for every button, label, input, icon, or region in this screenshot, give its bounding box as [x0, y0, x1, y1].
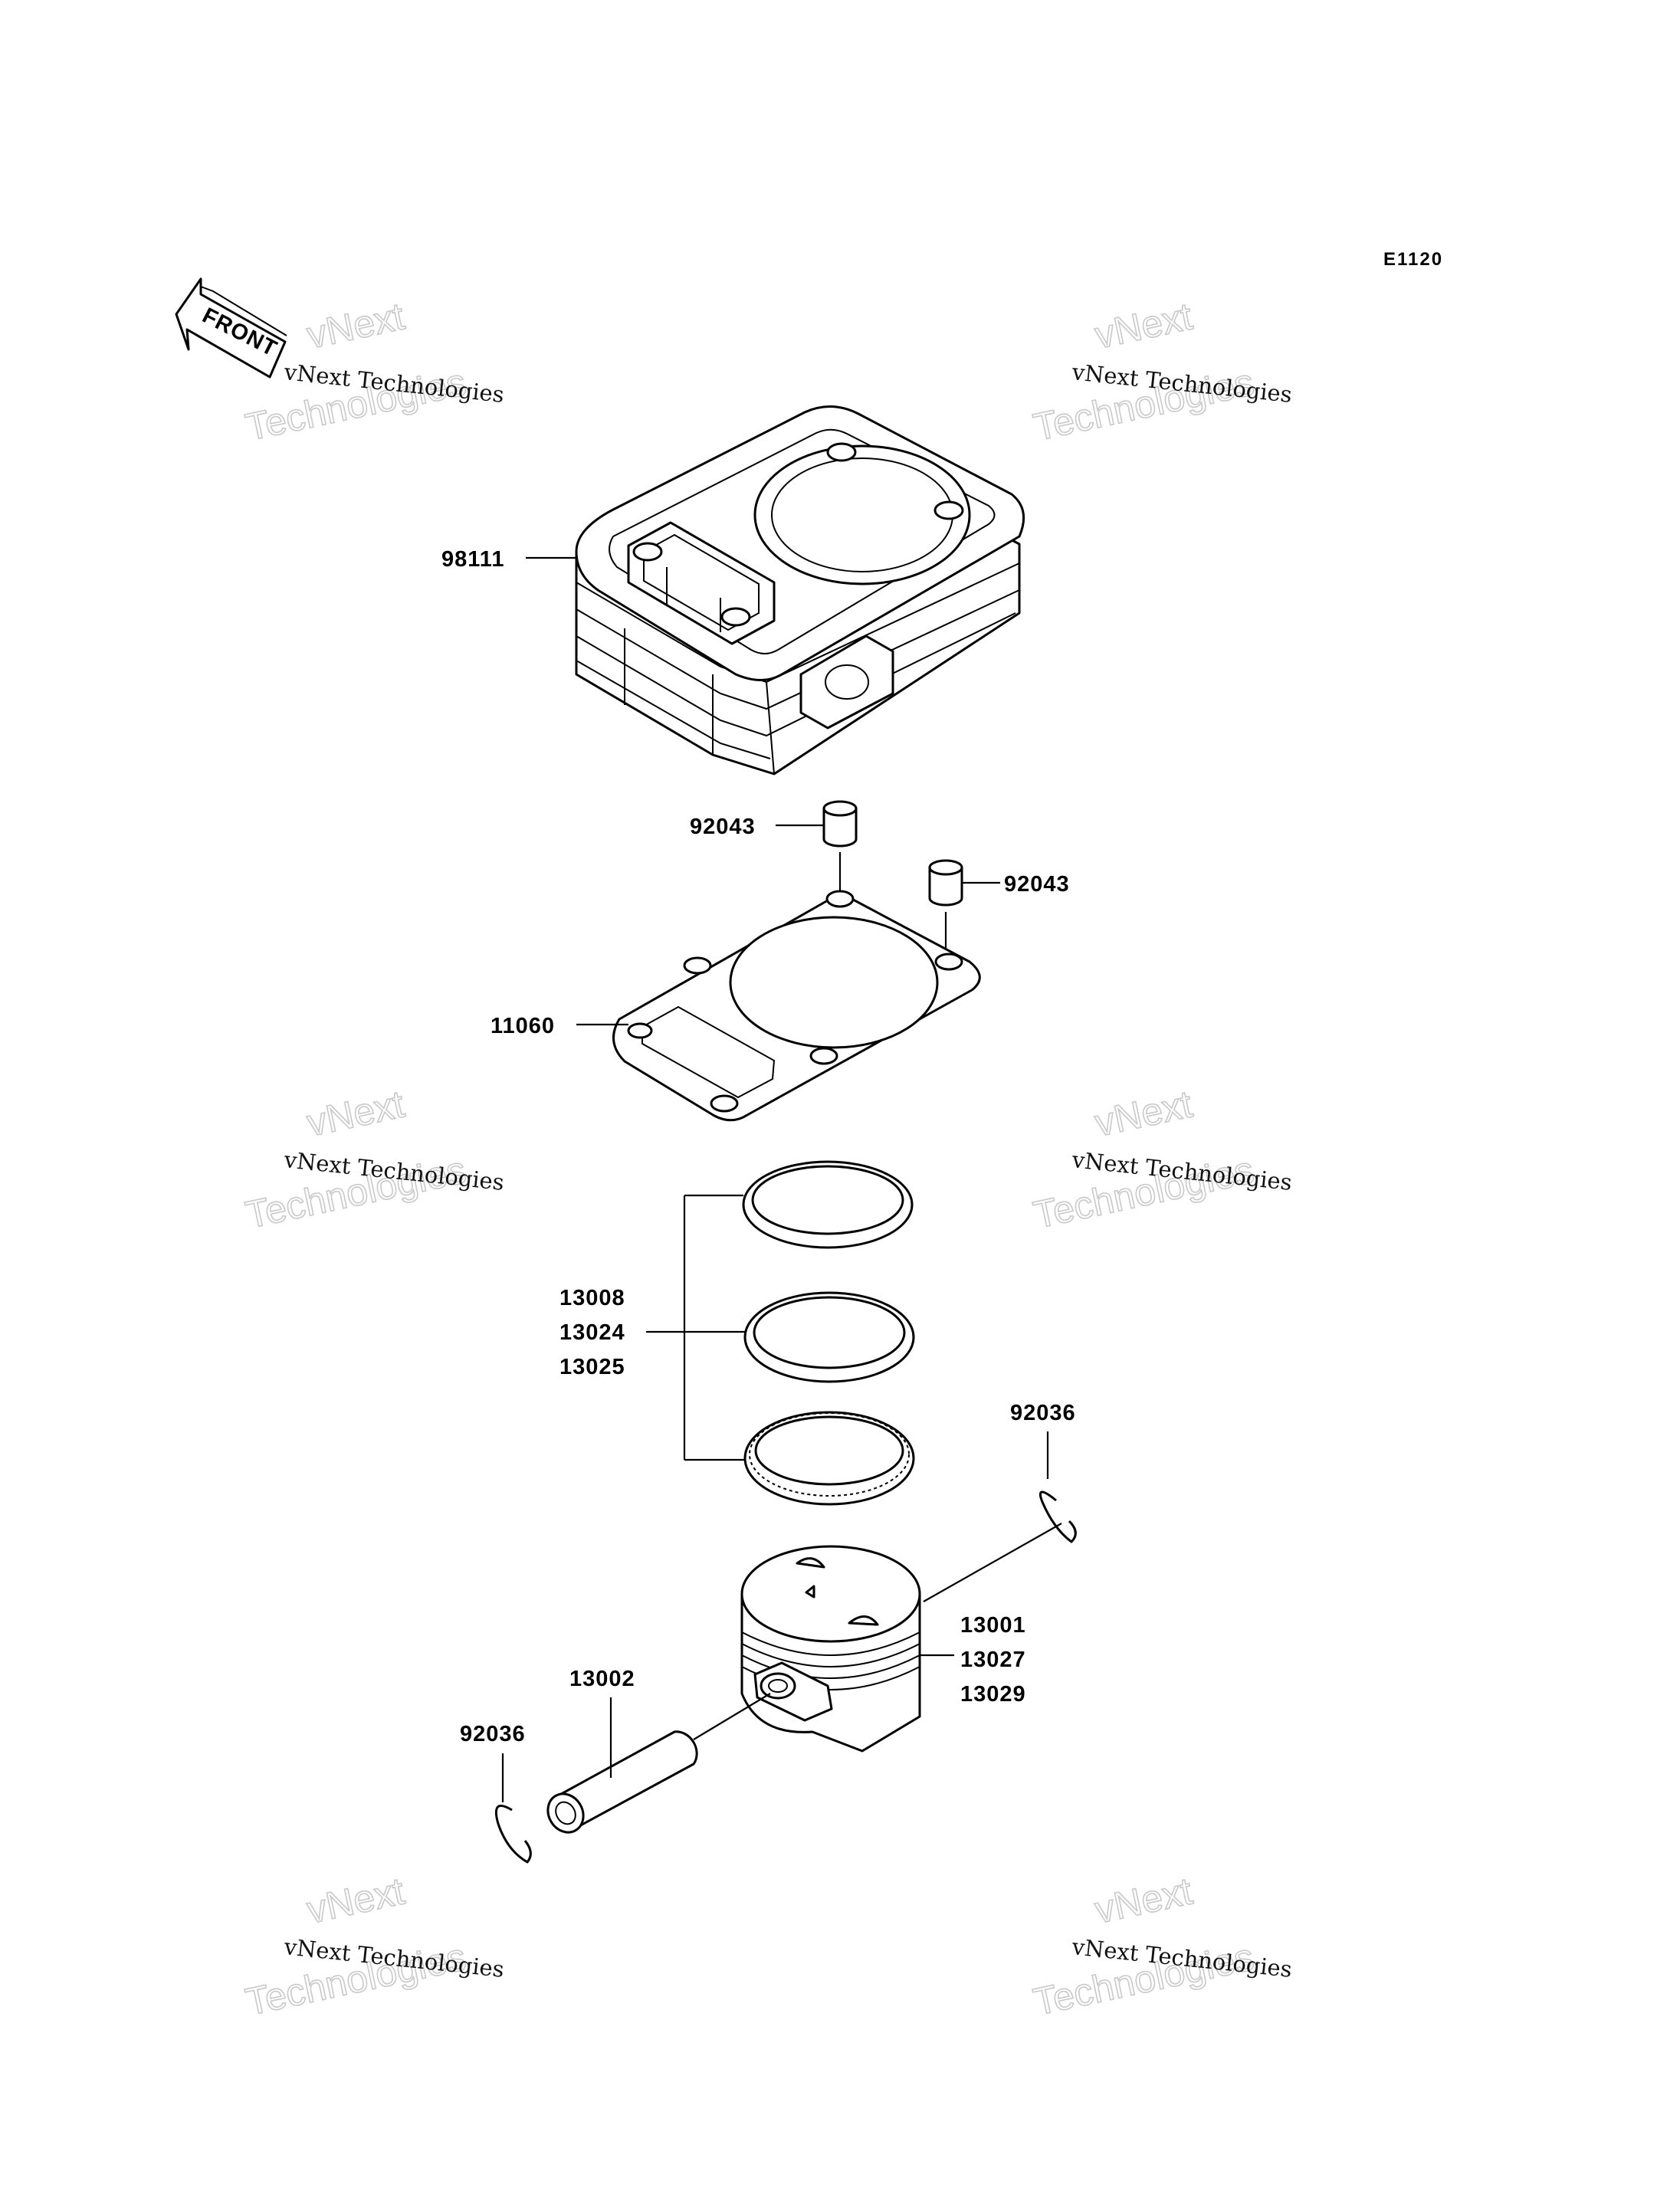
watermark-vnext: vNext — [304, 1869, 409, 1931]
dowel-pin-right — [928, 859, 963, 950]
diagram-code: E1120 — [1383, 249, 1443, 270]
callout-dowel-right: 92043 — [1004, 872, 1070, 897]
piston — [740, 1545, 921, 1753]
piston-pin-clip-right — [1039, 1490, 1077, 1543]
dowel-pin-left — [822, 800, 858, 893]
watermark-vnext: vNext — [1091, 294, 1196, 356]
watermark-vnext: vNext — [1091, 1869, 1196, 1931]
callout-piston-3: 13029 — [960, 1682, 1026, 1707]
piston-ring-oil — [743, 1411, 915, 1506]
callout-clip-right: 92036 — [1010, 1401, 1076, 1425]
callout-piston-2: 13027 — [960, 1648, 1026, 1672]
front-arrow-icon: FRONT — [175, 277, 287, 379]
leader-clip-right-axis — [923, 1523, 1062, 1602]
callout-clip-left: 92036 — [460, 1722, 526, 1746]
cylinder-base-gasket — [612, 890, 981, 1122]
piston-pin — [546, 1730, 698, 1834]
callout-cylinder: 98111 — [441, 547, 504, 572]
leader-pin-axis — [693, 1693, 771, 1740]
callout-ring-3: 13025 — [559, 1355, 625, 1379]
cylinder-block — [575, 405, 1025, 776]
callout-gasket: 11060 — [491, 1014, 555, 1038]
piston-ring-second — [743, 1291, 915, 1383]
callout-ring-1: 13008 — [559, 1286, 625, 1310]
callout-dowel-left: 92043 — [690, 815, 756, 839]
leader-rings — [646, 1194, 745, 1461]
piston-ring-top — [742, 1160, 914, 1249]
callout-ring-2: 13024 — [559, 1320, 625, 1345]
watermark-vnext: vNext — [1091, 1082, 1196, 1144]
callout-pin: 13002 — [569, 1667, 635, 1691]
watermark-vnext: vNext — [304, 294, 409, 356]
watermark-vnext: vNext — [304, 1082, 409, 1144]
callout-piston-1: 13001 — [960, 1613, 1026, 1638]
piston-pin-clip-left — [494, 1805, 532, 1864]
